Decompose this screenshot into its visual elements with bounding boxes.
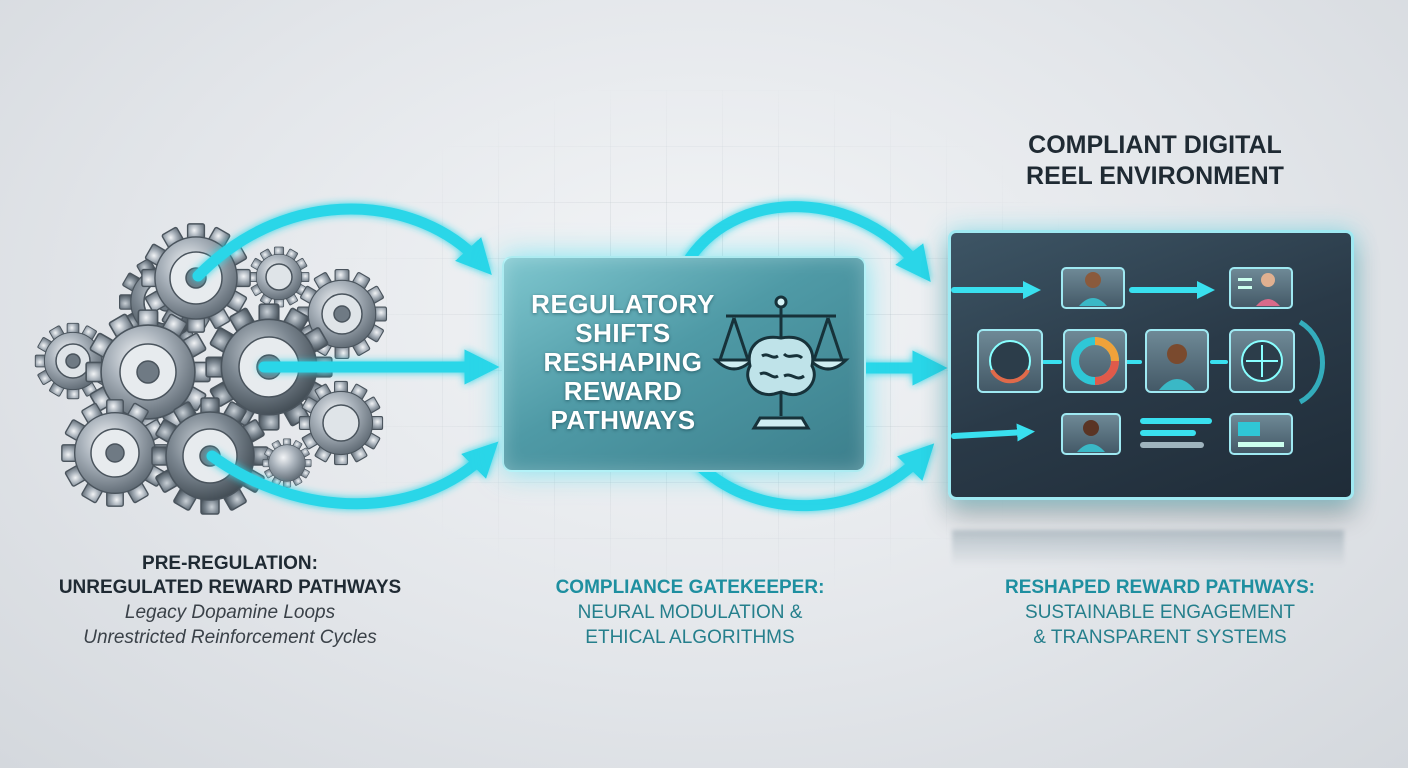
gear-icon [298, 380, 384, 466]
screen-reflection [952, 530, 1344, 566]
gatekeeper-label: COMPLIANCE GATEKEEPER: NEURAL MODULATION… [520, 576, 860, 650]
gear-icon [61, 399, 169, 507]
user-profile-icon [1061, 413, 1121, 455]
user-profile-icon [1061, 267, 1125, 309]
reshaped-heading: RESHAPED REWARD PATHWAYS: [1004, 577, 1315, 598]
arrow-top-left [192, 203, 492, 282]
pre-regulation-label: PRE-REGULATION: UNREGULATED REWARD PATHW… [20, 552, 440, 650]
gatekeeper-subtitle: NEURAL MODULATION & ETHICAL ALGORITHMS [577, 602, 803, 648]
reel-environment-title: COMPLIANT DIGITAL REEL ENVIRONMENT [1026, 131, 1284, 190]
progress-bars-icon [1140, 418, 1212, 448]
pre-regulation-heading: PRE-REGULATION: UNREGULATED REWARD PATHW… [58, 553, 402, 598]
donut-chart-icon [1063, 329, 1127, 393]
gear-icon [85, 309, 211, 435]
user-profile-icon [1229, 267, 1293, 309]
reshaped-label: RESHAPED REWARD PATHWAYS: SUSTAINABLE EN… [960, 576, 1360, 650]
reshaped-subtitle: SUSTAINABLE ENGAGEMENT & TRANSPARENT SYS… [1025, 602, 1295, 648]
gear-icon [34, 322, 112, 400]
arrow-top-right [684, 201, 931, 282]
pre-regulation-subtitle: Legacy Dopamine Loops Unrestricted Reinf… [83, 602, 377, 648]
gear-icon [248, 246, 310, 308]
progress-bars-icon [1229, 413, 1293, 455]
gatekeeper-heading: COMPLIANCE GATEKEEPER: [555, 577, 825, 598]
gatekeeper-card: REGULATORY SHIFTS RESHAPING REWARD PATHW… [502, 256, 866, 472]
gatekeeper-title: REGULATORY SHIFTS RESHAPING REWARD PATHW… [531, 289, 715, 435]
dial-icon [1229, 329, 1295, 393]
scales-brain-icon [712, 295, 850, 430]
gear-icon [296, 268, 388, 360]
arrow-bottom-right [696, 443, 935, 512]
arrow-bottom-left [206, 441, 499, 510]
dial-icon [977, 329, 1043, 393]
user-profile-icon [1145, 329, 1209, 393]
